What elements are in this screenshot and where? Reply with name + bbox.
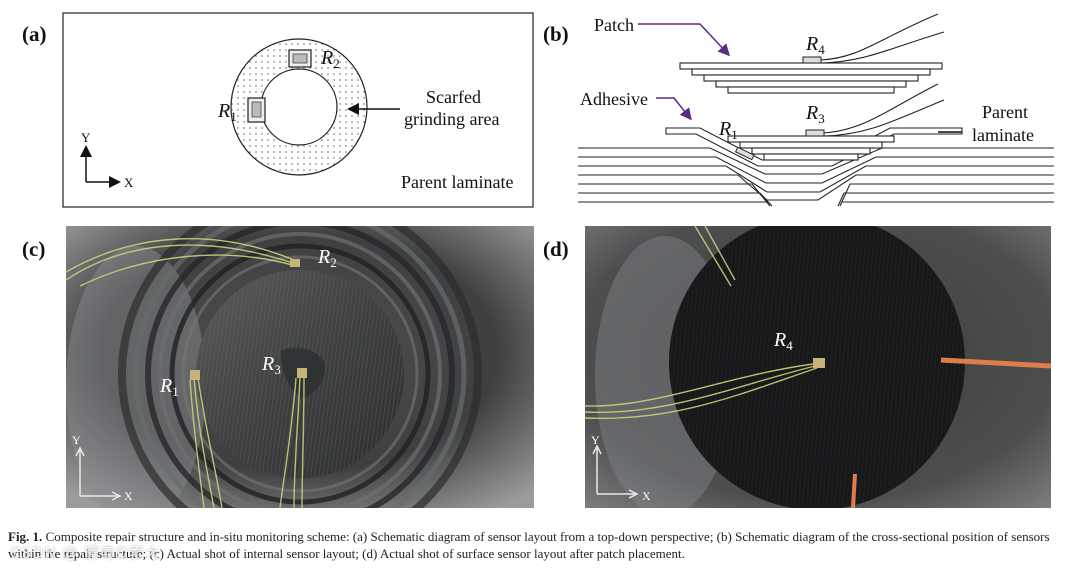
axis-y-label-c: Y — [72, 433, 81, 447]
axis-indicator-d — [592, 444, 639, 499]
patch-label: Patch — [594, 15, 634, 35]
sensor-r3-block — [805, 129, 825, 137]
panel-a-diagram — [62, 12, 534, 208]
figure-caption-text: Composite repair structure and in-situ m… — [8, 529, 1050, 561]
patch-arrow — [638, 23, 731, 57]
patch-plies — [679, 62, 943, 94]
sensor-r1-label-c: R1 — [160, 375, 179, 399]
sensor-r1-label-a: R1 — [218, 100, 237, 124]
axis-x-label-c: X — [124, 489, 133, 503]
photo-c-render — [66, 226, 534, 508]
sensor-r4-wires — [820, 13, 945, 64]
adhesive-arrow — [656, 97, 692, 121]
photo-c — [66, 226, 534, 508]
axis-y-label-d: Y — [591, 433, 600, 447]
sensor-r4-label-d: R4 — [774, 329, 793, 353]
photo-d-render — [585, 226, 1051, 508]
scarf-ring-inner — [260, 68, 338, 146]
panel-b-label: (b) — [543, 22, 569, 46]
sensor-r3-label-c: R3 — [262, 353, 281, 377]
parent-laminate-label-a: Parent laminate — [401, 172, 514, 192]
axis-x-label-a: X — [124, 175, 134, 190]
sensor-r3-label-b: R3 — [806, 102, 825, 126]
figure-caption-prefix: Fig. 1. — [8, 529, 43, 544]
axis-x-label-d: X — [642, 489, 651, 503]
parent-laminate-plies — [578, 147, 1054, 207]
watermark: CSDN @ 蒙奇D索大 — [10, 544, 161, 562]
axis-y-label-a: Y — [81, 130, 91, 145]
sensor-r1-block-b — [734, 146, 755, 161]
repair-plies — [665, 127, 963, 167]
axis-indicator-c — [75, 446, 122, 501]
scarf-area-label-1: Scarfed — [426, 87, 481, 107]
panel-c-label: (c) — [22, 237, 46, 261]
orange-wire — [940, 357, 1051, 369]
parent-laminate-label-b1: Parent — [982, 102, 1028, 122]
panel-a-label: (a) — [22, 22, 47, 46]
panel-b-cross-section — [578, 13, 1054, 207]
sensor-r1-label-b: R1 — [719, 118, 738, 142]
sensor-r3-wires — [823, 83, 945, 137]
sensor-r2-label-c: R2 — [318, 246, 337, 270]
sensor-wires-c — [66, 237, 305, 508]
axis-indicator-a — [80, 145, 121, 188]
scarf-area-label-2: grinding area — [404, 109, 500, 129]
photo-d — [585, 226, 1051, 508]
figure-caption: Fig. 1. Composite repair structure and i… — [8, 528, 1074, 562]
adhesive-label: Adhesive — [580, 89, 648, 109]
sensor-wires-d — [585, 226, 818, 420]
sensor-r2-label-a: R2 — [321, 47, 340, 71]
panel-d-label: (d) — [543, 237, 569, 261]
parent-laminate-label-b2: laminate — [972, 125, 1034, 145]
sensor-r4-label-b: R4 — [806, 33, 825, 57]
